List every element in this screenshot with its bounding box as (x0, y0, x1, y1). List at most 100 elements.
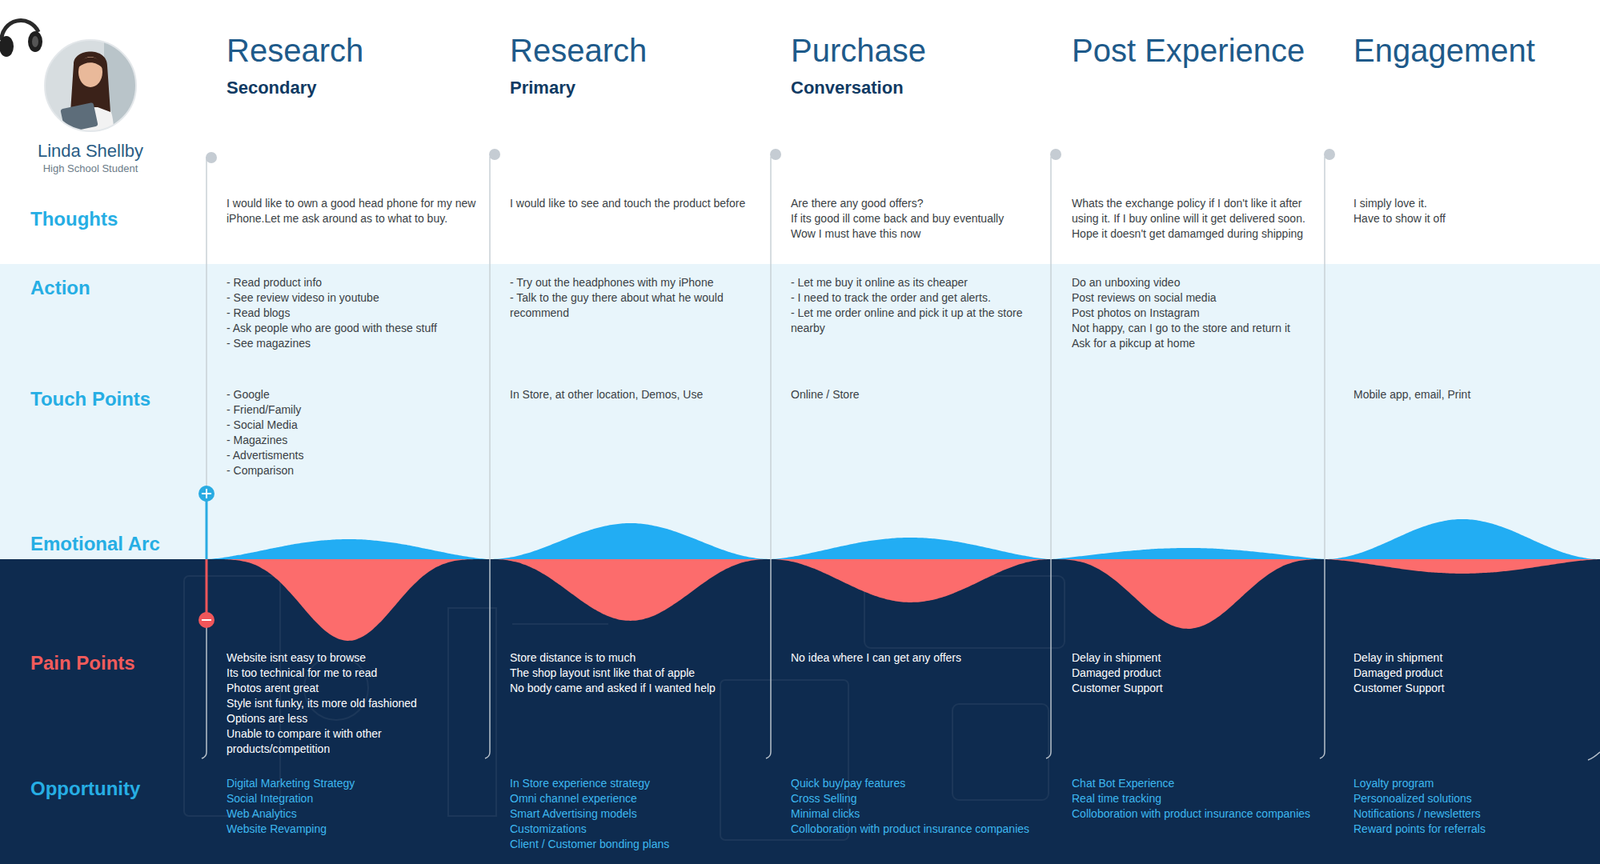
action-item: Not happy, can I go to the store and ret… (1071, 320, 1328, 337)
text-cell: - Try out the headphones with my iPhone-… (509, 275, 766, 321)
text-cell: Whats the exchange policy if I don't lik… (1071, 196, 1328, 242)
text-cell: Purchase (790, 32, 1067, 69)
opportunity-item: Personoalized solutions (1353, 791, 1586, 807)
opportunity-item: Digital Marketing Strategy (226, 776, 483, 792)
action-item: - Let me order online and pick it up at … (790, 305, 1047, 337)
row-label: Touch Points (30, 388, 199, 411)
pain-point: Photos arent great (226, 681, 483, 697)
row-label: Emotional Arc (30, 533, 199, 556)
stage-title: Research (226, 32, 503, 69)
opportunity-item: Client / Customer bonding plans (509, 837, 766, 853)
action-item: - See review videso in youtube (226, 290, 483, 306)
positive-emotion (1324, 519, 1600, 560)
pain-point: Store distance is to much (509, 650, 766, 666)
opportunity-item: Chat Bot Experience (1071, 776, 1328, 792)
action-item: - Let me buy it online as its cheaper (790, 275, 1047, 291)
pain-point: Unable to compare it with other products… (226, 726, 483, 758)
navy-band (0, 559, 1600, 864)
thought-note: If its good ill come back and buy eventu… (790, 211, 1047, 227)
opportunity-item: Reward points for referrals (1353, 822, 1586, 838)
action-item: - See magazines (226, 336, 483, 352)
touch-point: In Store, at other location, Demos, Use (509, 387, 766, 403)
pain-point: Its too technical for me to read (226, 665, 483, 682)
pain-point: The shop layout isnt like that of apple (509, 665, 766, 682)
action-item: Do an unboxing video (1071, 275, 1328, 291)
text-cell: Digital Marketing StrategySocial Integra… (226, 776, 483, 838)
text-cell: I simply love it.Have to show it off (1353, 196, 1586, 227)
opportunity-item: Social Integration (226, 791, 483, 807)
positive-emotion (206, 539, 490, 560)
text-cell: In Store experience strategyOmni channel… (509, 776, 766, 853)
stage-subtitle: Primary (509, 77, 786, 99)
negative-emotion (1324, 559, 1600, 574)
row-label: Thoughts (30, 208, 199, 231)
stage-title: Post Experience (1071, 32, 1348, 69)
pain-point: Delay in shipment (1071, 650, 1328, 666)
opportunity-item: Customizations (509, 822, 766, 838)
pain-point: Delay in shipment (1353, 650, 1586, 666)
persona-name: Linda Shellby (2, 140, 179, 162)
text-cell: Delay in shipmentDamaged productCustomer… (1071, 650, 1328, 697)
opportunity-item: Colloboration with product insurance com… (790, 822, 1047, 838)
text-cell: Primary (509, 77, 786, 99)
pain-point: Style isnt funky, its more old fashioned (226, 696, 483, 712)
action-item: - Read product info (226, 275, 483, 291)
text-cell: Quick buy/pay featuresCross SellingMinim… (790, 776, 1047, 838)
text-cell: Loyalty programPersonoalized solutionsNo… (1353, 776, 1586, 838)
emotion-scale (198, 485, 215, 629)
action-item: Ask for a pikcup at home (1071, 336, 1328, 352)
stage-title: Engagement (1353, 32, 1594, 69)
pain-point: No body came and asked if I wanted help (509, 681, 766, 697)
thought-note: Wow I must have this now (790, 226, 1047, 242)
emotional-arc (206, 519, 1600, 642)
text-cell: Are there any good offers?If its good il… (790, 196, 1047, 242)
opportunity-item: Real time tracking (1071, 791, 1328, 807)
pain-point: No idea where I can get any offers (790, 650, 1047, 666)
text-cell: Thoughts (30, 208, 199, 231)
text-cell: In Store, at other location, Demos, Use (509, 387, 766, 403)
text-cell: Store distance is to muchThe shop layout… (509, 650, 766, 697)
white-band (0, 0, 1600, 265)
text-cell: Website isnt easy to browseIts too techn… (226, 650, 483, 758)
touch-point: - Friend/Family (226, 402, 483, 418)
pain-point: Customer Support (1071, 681, 1328, 697)
opportunity-item: Quick buy/pay features (790, 776, 1047, 792)
text-cell: Mobile app, email, Print (1353, 387, 1586, 403)
persona-card: Linda ShellbyHigh School Student (2, 140, 179, 176)
timeline-lines (201, 156, 1600, 761)
positive-emotion (770, 537, 1051, 560)
headphone-icon (0, 20, 43, 57)
negative-emotion (206, 559, 490, 642)
text-cell: Chat Bot ExperienceReal time trackingCol… (1071, 776, 1328, 823)
thought-note: Have to show it off (1353, 211, 1586, 227)
pain-point: Customer Support (1353, 681, 1586, 697)
text-cell: Online / Store (790, 387, 1047, 403)
opportunity-item: Notifications / newsletters (1353, 806, 1586, 823)
row-label: Pain Points (30, 652, 199, 675)
opportunity-item: Minimal clicks (790, 806, 1047, 823)
text-cell: Research (226, 32, 503, 69)
light-band (0, 264, 1600, 560)
thought-note: Whats the exchange policy if I don't lik… (1071, 196, 1328, 242)
stage-title: Research (509, 32, 786, 69)
stage-title: Purchase (790, 32, 1067, 69)
text-cell: Post Experience (1071, 32, 1348, 69)
opportunity-item: Web Analytics (226, 806, 483, 823)
touch-point: - Comparison (226, 463, 483, 479)
opportunity-item: Website Revamping (226, 822, 483, 838)
text-cell: Do an unboxing videoPost reviews on soci… (1071, 275, 1328, 352)
action-item: - Talk to the guy there about what he wo… (509, 290, 766, 321)
action-item: Post photos on Instagram (1071, 305, 1328, 321)
thought-note: I simply love it. (1353, 196, 1586, 212)
timeline-pins (205, 148, 1336, 164)
text-cell: Engagement (1353, 32, 1594, 69)
text-cell: Conversation (790, 77, 1067, 99)
touch-point: Online / Store (790, 387, 1047, 403)
text-cell: Secondary (226, 77, 503, 99)
avatar-ring (44, 40, 137, 132)
thought-note: I would like to see and touch the produc… (509, 196, 766, 212)
pain-point: Damaged product (1353, 665, 1586, 682)
positive-emotion (1050, 548, 1325, 560)
positive-emotion (489, 523, 771, 560)
